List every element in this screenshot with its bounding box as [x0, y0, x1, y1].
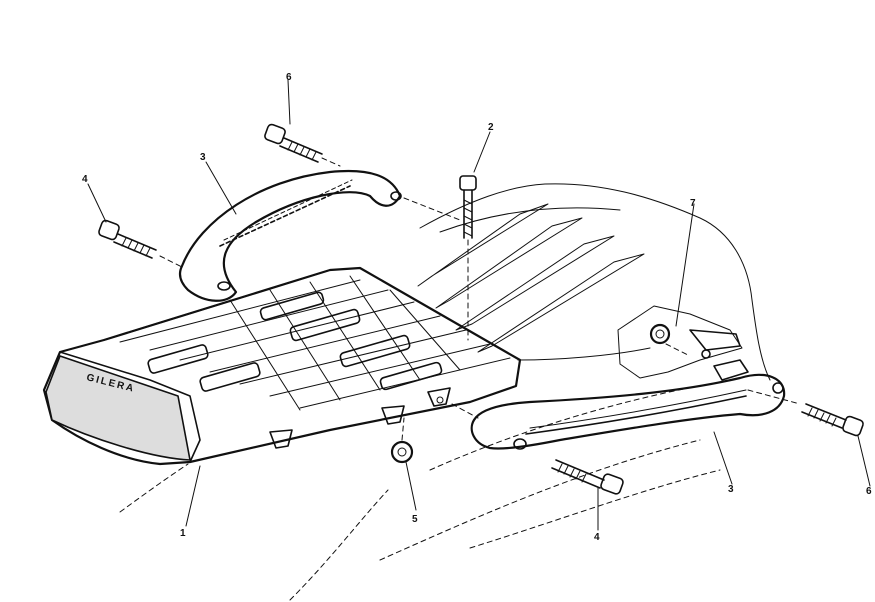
mounting-tabs — [269, 387, 451, 449]
handle-left-slots — [219, 179, 353, 247]
callout-4-bottom: 4 — [594, 532, 600, 543]
callout-6-top: 6 — [286, 72, 292, 83]
nut-5 — [390, 440, 414, 464]
bolt-6-right — [801, 403, 864, 437]
callout-5: 5 — [412, 514, 418, 525]
callout-2: 2 — [488, 122, 494, 133]
callout-4-left: 4 — [82, 174, 88, 185]
grab-handle-right — [470, 359, 786, 450]
nut-7 — [649, 323, 671, 345]
callout-3-left: 3 — [200, 152, 206, 163]
rack-slots — [147, 291, 443, 392]
bolt-4-bottom — [551, 459, 624, 495]
callout-7: 7 — [690, 198, 696, 209]
callout-3-right: 3 — [728, 484, 734, 495]
rack-grid — [119, 275, 511, 411]
seat-body-outline — [119, 183, 771, 601]
callout-1: 1 — [180, 528, 186, 539]
seat-ribs — [417, 203, 645, 353]
callout-6-right: 6 — [866, 486, 872, 497]
luggage-rack-platform: GILERA — [42, 266, 522, 466]
assembly-lines — [159, 157, 801, 441]
bolt-4-left — [98, 219, 157, 259]
grab-handle-left — [178, 169, 402, 302]
bolt-2 — [459, 175, 477, 341]
body-fragment-clip — [617, 305, 743, 379]
leader-lines — [87, 79, 871, 531]
callouts: 6 2 3 4 7 1 5 4 3 6 — [82, 72, 872, 543]
bolt-6-top — [264, 123, 323, 163]
